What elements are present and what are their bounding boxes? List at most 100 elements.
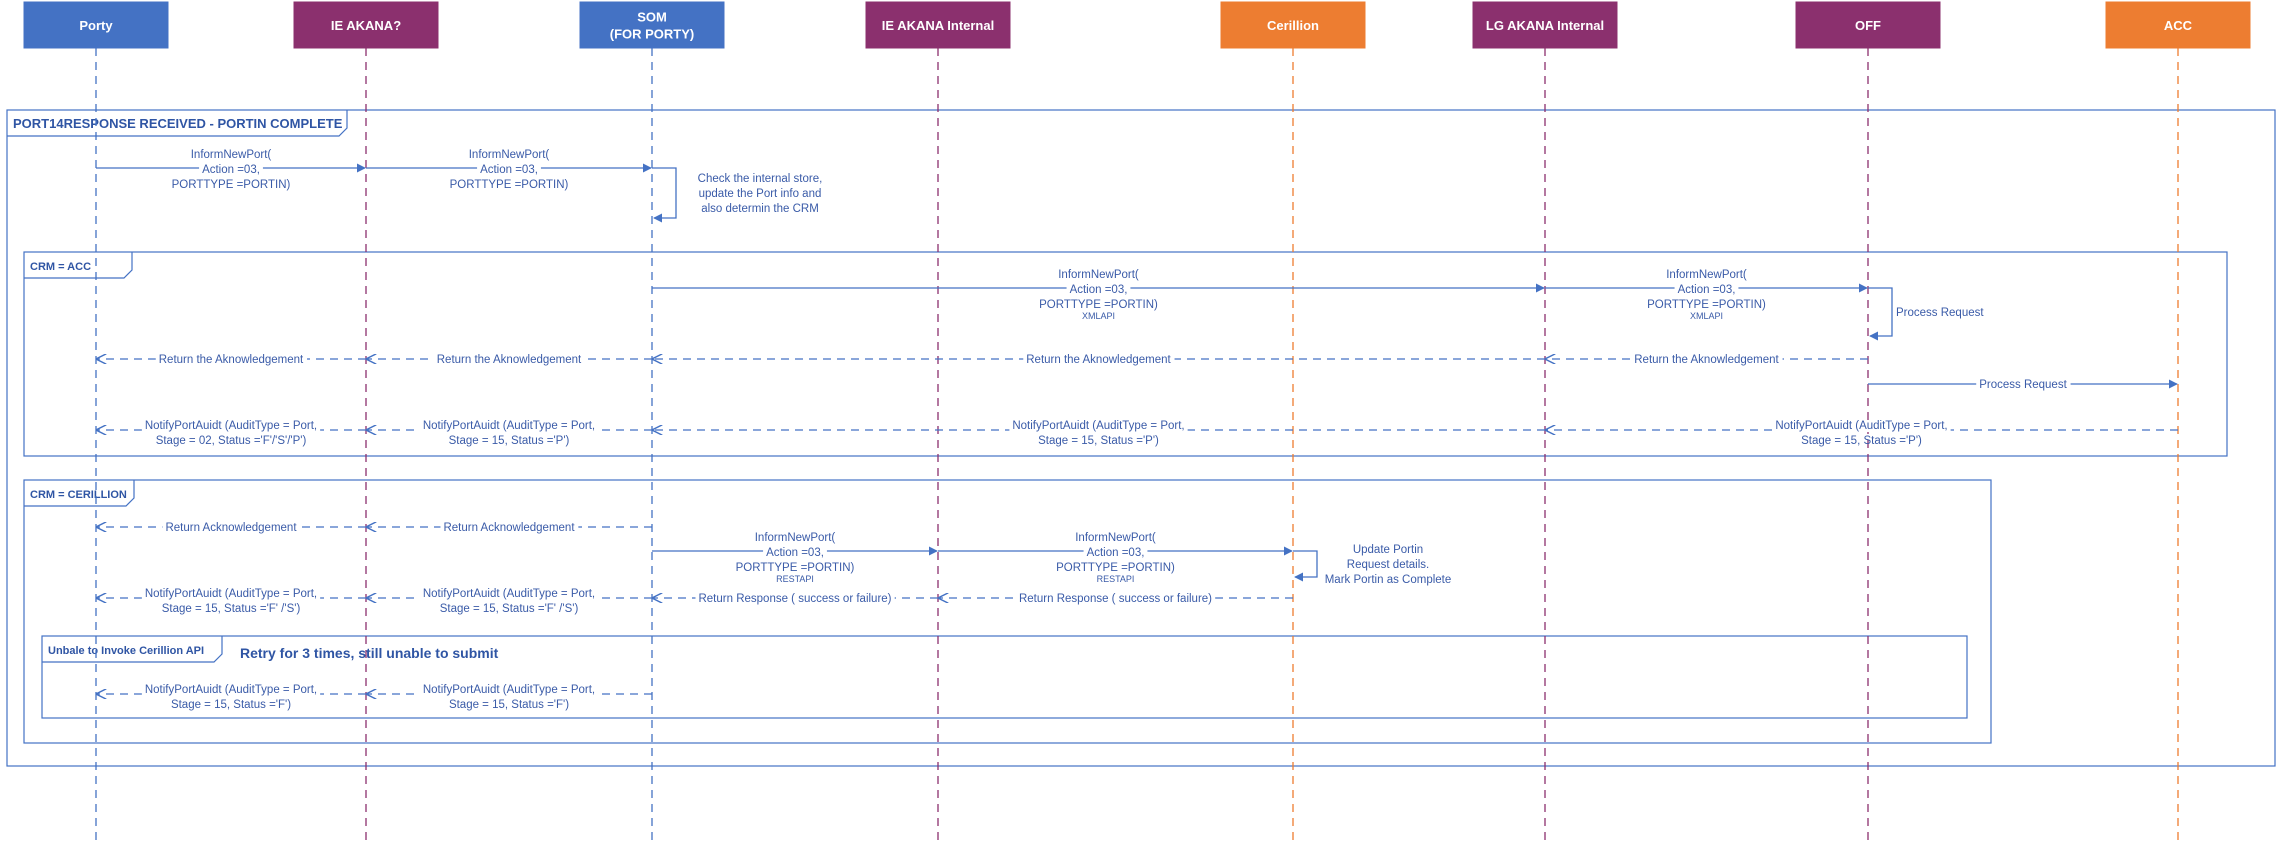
participant-label: IE AKANA? (331, 18, 401, 33)
message-label: NotifyPortAuidt (AuditType = Port, (423, 588, 595, 600)
message-label: Return the Aknowledgement (437, 354, 582, 366)
message-label: PORTTYPE =PORTIN) (172, 179, 291, 191)
frame-label-crm_acc: CRM = ACC (30, 261, 91, 273)
participant-label: SOM (637, 10, 667, 25)
participant-label: OFF (1855, 18, 1881, 33)
message-label: Process Request (1979, 379, 2067, 391)
message-label: NotifyPortAuidt (AuditType = Port, (145, 684, 317, 696)
message-label: Stage = 15, Status ='F') (171, 699, 291, 711)
message-label: InformNewPort( (1666, 269, 1747, 281)
message: Check the internal store, update the Port… (652, 167, 823, 223)
message: InformNewPort( Action =03, PORTTYPE =PORTI… (652, 269, 1545, 321)
message-label: PORTTYPE =PORTIN) (450, 179, 569, 191)
message-label: InformNewPort( (1075, 532, 1156, 544)
participant-off: OFF (1795, 1, 1941, 49)
frame-label-crm_cerillion: CRM = CERILLION (30, 489, 127, 501)
message: Return Acknowledgement (97, 521, 366, 535)
retry-note: Retry for 3 times, still unable to submi… (240, 645, 499, 661)
message-label: Return the Aknowledgement (1026, 354, 1171, 366)
message: InformNewPort( Action =03, PORTTYPE =PORTI… (652, 532, 938, 584)
message: Return the Aknowledgement (653, 353, 1545, 367)
message-label: NotifyPortAuidt (AuditType = Port, (423, 684, 595, 696)
message-label: update the Port info and (699, 188, 822, 200)
message: InformNewPort( Action =03, PORTTYPE =PORTI… (366, 149, 652, 191)
message-label: InformNewPort( (755, 532, 836, 544)
message-label: InformNewPort( (469, 149, 550, 161)
message-protocol: XMLAPI (1690, 311, 1723, 321)
frame-outer: PORT14RESPONSE RECEIVED - PORTIN COMPLET… (6, 109, 2276, 767)
message-label: PORTTYPE =PORTIN) (1039, 299, 1158, 311)
message-label: Stage = 15, Status ='P') (449, 435, 570, 447)
message-label: Mark Portin as Complete (1325, 574, 1452, 586)
message-protocol: RESTAPI (1097, 574, 1135, 584)
message: NotifyPortAuidt (AuditType = Port, Stage … (653, 420, 1545, 447)
participant-som: SOM (FOR PORTY) (579, 1, 725, 49)
participant-cerillion: Cerillion (1220, 1, 1366, 49)
message-label: Action =03, (480, 164, 538, 176)
message: NotifyPortAuidt (AuditType = Port, Stage … (97, 420, 366, 447)
message: Return Acknowledgement (367, 521, 652, 535)
message-label: Return Response ( success or failure) (698, 593, 891, 605)
message: InformNewPort(Action =03,PORTTYPE =PORTI… (1545, 269, 1868, 321)
message-label: Stage = 15, Status ='F' /'S') (440, 603, 579, 615)
self-message-arrow (652, 167, 677, 223)
message-label: Stage = 15, Status ='P') (1038, 435, 1159, 447)
message-label: Request details. (1347, 559, 1429, 571)
message-label: InformNewPort( (191, 149, 272, 161)
frame-unable: Unbale to Invoke Cerillion API (41, 635, 1968, 719)
message: Return the Aknowledgement (367, 353, 652, 367)
message: InformNewPort( Action =03, PORTTYPE =PORTI… (96, 149, 366, 191)
message-label: NotifyPortAuidt (AuditType = Port, (1012, 420, 1184, 432)
message-protocol: XMLAPI (1082, 311, 1115, 321)
message: Process Request (1868, 287, 1984, 341)
message-label: NotifyPortAuidt (AuditType = Port, (145, 420, 317, 432)
message: Return the Aknowledgement (1546, 353, 1868, 367)
message-label: Return Response ( success or failure) (1019, 593, 1212, 605)
message-label: Action =03, (1070, 284, 1128, 296)
message-label: Stage = 15, Status ='P') (1801, 435, 1922, 447)
message-label: Check the internal store, (698, 173, 823, 185)
message: NotifyPortAuidt (AuditType = Port, Stage … (97, 684, 366, 711)
frame-label-unable: Unbale to Invoke Cerillion API (48, 645, 204, 657)
participant-ie_akana_int: IE AKANA Internal (865, 1, 1011, 49)
message-label: Action =03, (766, 547, 824, 559)
message-label: also determin the CRM (701, 203, 819, 215)
message: Return Response ( success or failure) (653, 592, 938, 606)
message-label: Stage = 02, Status ='F'/'S'/'P') (156, 435, 307, 447)
self-message-arrow (1293, 550, 1318, 582)
message-protocol: RESTAPI (776, 574, 814, 584)
participant-label: Porty (79, 18, 113, 33)
message: Return Response ( success or failure) (939, 592, 1293, 606)
participant-porty: Porty (23, 1, 169, 49)
participant-label: IE AKANA Internal (882, 18, 994, 33)
message-label: PORTTYPE =PORTIN) (736, 562, 855, 574)
frame-crm_acc: CRM = ACC (23, 251, 2228, 457)
message-label: NotifyPortAuidt (AuditType = Port, (1775, 420, 1947, 432)
participant-label: ACC (2164, 18, 2193, 33)
message-label: Action =03, (202, 164, 260, 176)
message: NotifyPortAuidt (AuditType = Port,Stage … (97, 588, 366, 615)
message-label: NotifyPortAuidt (AuditType = Port, (145, 588, 317, 600)
message: NotifyPortAuidt (AuditType = Port, Stage … (1546, 420, 2178, 447)
message-label: Return the Aknowledgement (1634, 354, 1779, 366)
message-label: Action =03, (1678, 284, 1736, 296)
participant-acc: ACC (2105, 1, 2251, 49)
message-label: Update Portin (1353, 544, 1423, 556)
message-label: PORTTYPE =PORTIN) (1056, 562, 1175, 574)
participant-ie_akana: IE AKANA? (293, 1, 439, 49)
message-label: Action =03, (1087, 547, 1145, 559)
message: NotifyPortAuidt (AuditType = Port,Stage … (367, 684, 652, 711)
frame-crm_cerillion: CRM = CERILLION (23, 479, 1992, 744)
message-label: InformNewPort( (1058, 269, 1139, 281)
message-label: Return Acknowledgement (165, 522, 297, 534)
message: NotifyPortAuidt (AuditType = Port,Stage … (367, 420, 652, 447)
participant-lg_akana_int: LG AKANA Internal (1472, 1, 1618, 49)
message: InformNewPort( Action =03, PORTTYPE =PORTI… (938, 532, 1293, 584)
participant-label: LG AKANA Internal (1486, 18, 1604, 33)
participant-label: (FOR PORTY) (610, 27, 695, 42)
message: NotifyPortAuidt (AuditType = Port, Stage … (367, 588, 652, 615)
message: Return the Aknowledgement (97, 353, 366, 367)
message-label: Return the Aknowledgement (159, 354, 304, 366)
